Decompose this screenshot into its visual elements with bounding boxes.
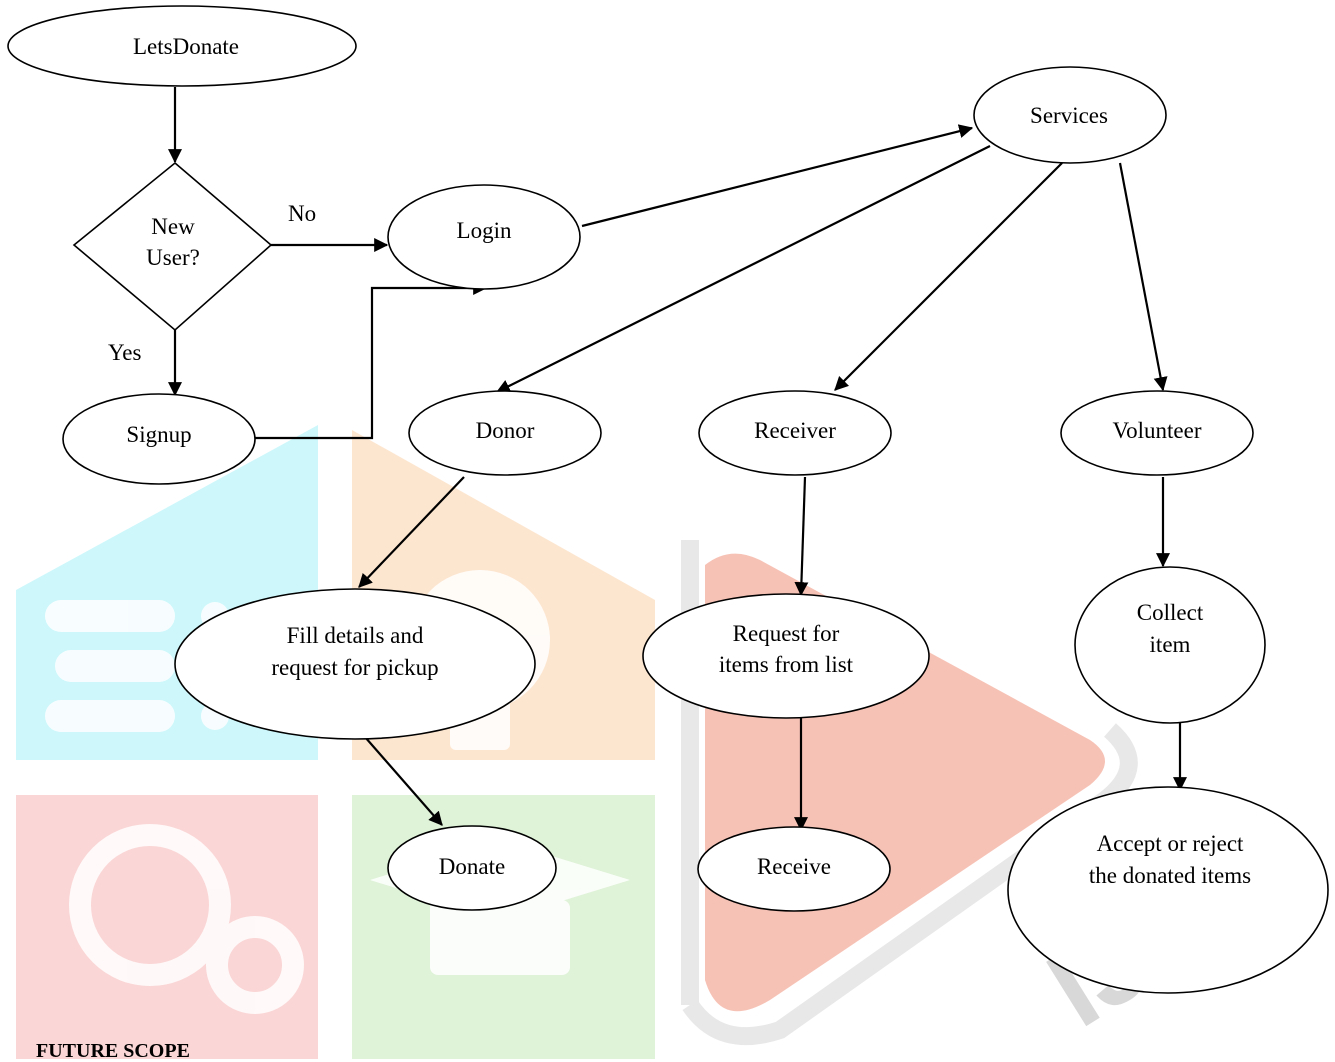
node-letsdonate: LetsDonate — [7, 5, 357, 87]
node-donate-label: Donate — [439, 854, 505, 879]
node-accept-reject: Accept or reject the donated items — [1007, 786, 1329, 994]
edges — [168, 87, 1187, 832]
node-services-label: Services — [1030, 103, 1108, 128]
edge-filldetails-donate — [364, 736, 443, 826]
section-heading-future-scope: FUTURE SCOPE — [36, 1040, 190, 1062]
node-receive: Receive — [697, 826, 891, 912]
node-receiver-label: Receiver — [754, 418, 836, 443]
node-fill-details-line2: request for pickup — [271, 655, 438, 680]
node-new-user-decision: New User? — [72, 161, 273, 332]
node-collect-line1: Collect — [1137, 600, 1204, 625]
edge-services-receiver — [834, 162, 1063, 391]
edge-services-volunteer — [1118, 162, 1168, 392]
node-login: Login — [387, 184, 581, 290]
edge-label-no: No — [288, 201, 316, 226]
edge-signup-login — [255, 281, 488, 440]
edge-label-yes: Yes — [108, 340, 142, 365]
node-new-user-line1: New — [151, 214, 195, 239]
node-receive-label: Receive — [757, 854, 831, 879]
node-request-items-line1: Request for — [733, 621, 840, 646]
edge-services-donor — [495, 145, 991, 393]
node-request-items: Request for items from list — [642, 593, 930, 719]
edge-donor-filldetails — [358, 476, 465, 588]
gear-icon — [69, 824, 304, 1014]
node-fill-details: Fill details and request for pickup — [174, 588, 536, 740]
edge-login-services — [581, 124, 974, 228]
node-accept-line1: Accept or reject — [1097, 831, 1244, 856]
node-request-items-line2: items from list — [719, 652, 854, 677]
node-signup-label: Signup — [126, 422, 191, 447]
node-new-user-line2: User? — [146, 245, 200, 270]
node-donor-label: Donor — [476, 418, 535, 443]
edge-receiver-request — [794, 476, 809, 597]
node-fill-details-line1: Fill details and — [287, 623, 424, 648]
node-signup: Signup — [62, 393, 256, 485]
node-volunteer-label: Volunteer — [1112, 418, 1201, 443]
circuit-icon — [45, 600, 249, 732]
node-receiver: Receiver — [698, 390, 892, 476]
node-volunteer: Volunteer — [1060, 390, 1254, 476]
node-letsdonate-label: LetsDonate — [133, 34, 239, 59]
node-donate: Donate — [387, 825, 557, 911]
node-donor: Donor — [408, 390, 602, 476]
node-accept-line2: the donated items — [1089, 863, 1251, 888]
node-login-label: Login — [457, 218, 512, 243]
node-collect-line2: item — [1150, 632, 1191, 657]
node-services: Services — [973, 66, 1167, 164]
node-collect-item: Collect item — [1074, 566, 1266, 724]
